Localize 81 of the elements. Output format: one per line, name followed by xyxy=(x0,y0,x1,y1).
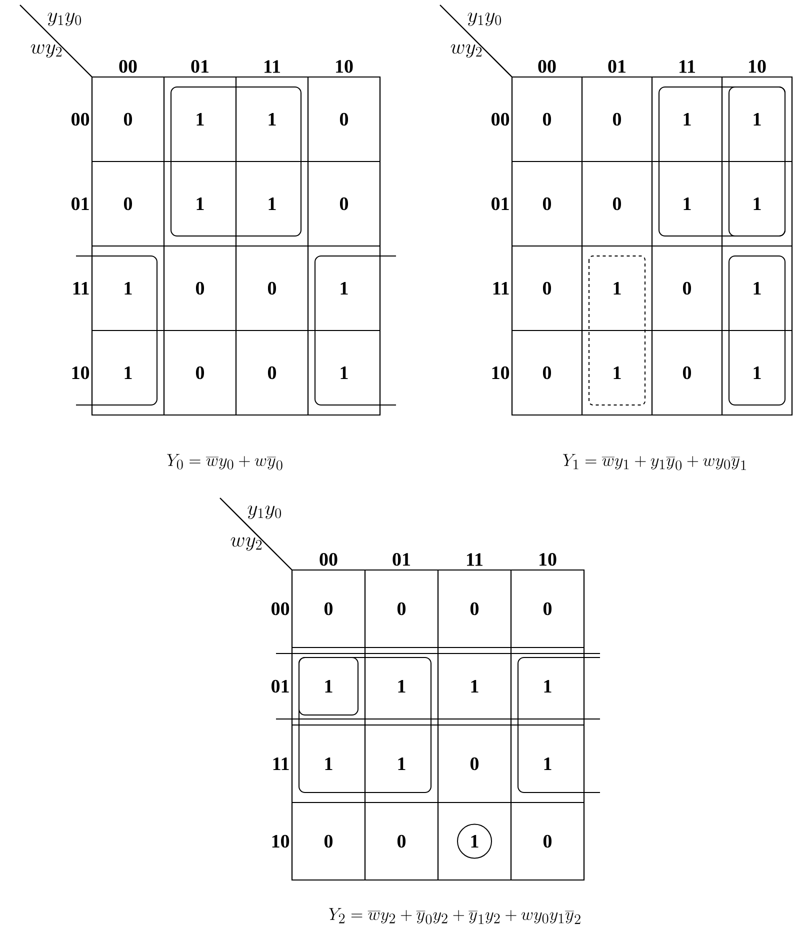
cell-value: 0 xyxy=(196,282,204,295)
cell-value: 1 xyxy=(614,282,621,295)
row-header: 10 xyxy=(272,834,290,848)
cell-value: 0 xyxy=(543,602,552,616)
cell-value: 0 xyxy=(543,834,552,848)
cell-value: 1 xyxy=(471,680,478,693)
cell-value: 1 xyxy=(340,366,348,380)
axis-label: $wy_2$ xyxy=(30,44,62,58)
cell-value: 1 xyxy=(754,282,761,295)
cell-value: 1 xyxy=(684,198,691,210)
cell-value: 0 xyxy=(340,197,348,210)
cell-value: 0 xyxy=(268,282,276,295)
cell-value: 0 xyxy=(124,112,132,126)
axis-label: $y_1y_0$ xyxy=(48,12,81,26)
column-header: 11 xyxy=(680,60,695,73)
cell-value: 0 xyxy=(196,366,204,380)
row-header: 10 xyxy=(72,366,90,380)
cell-value: 1 xyxy=(684,113,691,126)
cell-value: 0 xyxy=(612,197,622,210)
column-header: 01 xyxy=(608,60,626,73)
column-header: 10 xyxy=(336,60,353,73)
cell-value: 0 xyxy=(470,757,479,770)
cell-value: 1 xyxy=(544,680,552,693)
cell-value: 0 xyxy=(682,282,692,295)
column-header: 11 xyxy=(467,553,482,566)
cell-value: 0 xyxy=(612,112,622,126)
column-header: 10 xyxy=(749,60,766,73)
cell-value: 1 xyxy=(614,366,621,380)
cell-value: 1 xyxy=(268,113,276,126)
column-header: 00 xyxy=(119,60,137,73)
cell-value: 1 xyxy=(754,198,761,210)
row-header: 00 xyxy=(272,602,290,616)
row-header: 00 xyxy=(492,112,510,126)
row-header: 01 xyxy=(272,680,289,693)
cell-value: 1 xyxy=(754,113,761,126)
cell-value: 1 xyxy=(325,680,332,693)
axis-label: $y_1y_0$ xyxy=(468,12,501,26)
equation: $Y_0 = \overline{w}y_0 + w\overline{y}_0$ xyxy=(167,454,282,470)
row-header: 11 xyxy=(73,282,89,295)
cell-value: 1 xyxy=(196,113,204,126)
column-header: 11 xyxy=(264,60,280,73)
cell-value: 0 xyxy=(397,834,406,848)
axis-label: $y_1y_0$ xyxy=(248,506,281,519)
cell-value: 1 xyxy=(544,758,552,770)
cell-value: 1 xyxy=(398,680,406,693)
axis-label: $wy_2$ xyxy=(230,537,262,551)
cell-value: 0 xyxy=(397,602,406,616)
cell-value: 0 xyxy=(542,112,552,126)
equation: $Y_2 = \overline{w}y_2 + \overline{y}_0y_2 + \overline{y}_1y_2 + wy_0y_1\overline{y}_2$ xyxy=(329,908,580,924)
cell-value: 0 xyxy=(324,834,333,848)
row-header: 01 xyxy=(72,197,89,210)
row-header: 11 xyxy=(493,282,509,295)
column-header: 00 xyxy=(538,60,556,73)
cell-value: 1 xyxy=(325,758,332,770)
row-header: 01 xyxy=(492,197,509,210)
axis-label: $wy_2$ xyxy=(450,44,482,58)
column-header: 01 xyxy=(392,553,410,566)
cell-value: 1 xyxy=(268,198,276,210)
cell-value: 0 xyxy=(340,112,348,126)
row-header: 10 xyxy=(492,366,510,380)
cell-value: 1 xyxy=(124,282,132,295)
cell-value: 0 xyxy=(682,366,692,380)
column-header: 00 xyxy=(320,553,338,566)
cell-value: 0 xyxy=(542,282,552,295)
cell-value: 0 xyxy=(324,602,333,616)
cell-value: 0 xyxy=(542,197,552,210)
equation: $Y_1 = \overline{w}y_1 + y_1\overline{y}_0 + wy_0\overline{y}_1$ xyxy=(563,454,746,470)
cell-value: 0 xyxy=(542,366,552,380)
cell-value: 1 xyxy=(196,198,204,210)
cell-value: 0 xyxy=(124,197,132,210)
column-header: 01 xyxy=(191,60,209,73)
cell-value: 1 xyxy=(340,282,348,295)
column-header: 10 xyxy=(540,553,556,566)
cell-value: 0 xyxy=(470,602,479,616)
cell-value: 1 xyxy=(754,366,761,380)
cell-value: 1 xyxy=(398,758,406,770)
cell-value: 1 xyxy=(124,366,132,380)
cell-value: 1 xyxy=(471,835,478,848)
cell-value: 0 xyxy=(268,366,276,380)
row-header: 11 xyxy=(273,758,289,770)
row-header: 00 xyxy=(72,112,90,126)
